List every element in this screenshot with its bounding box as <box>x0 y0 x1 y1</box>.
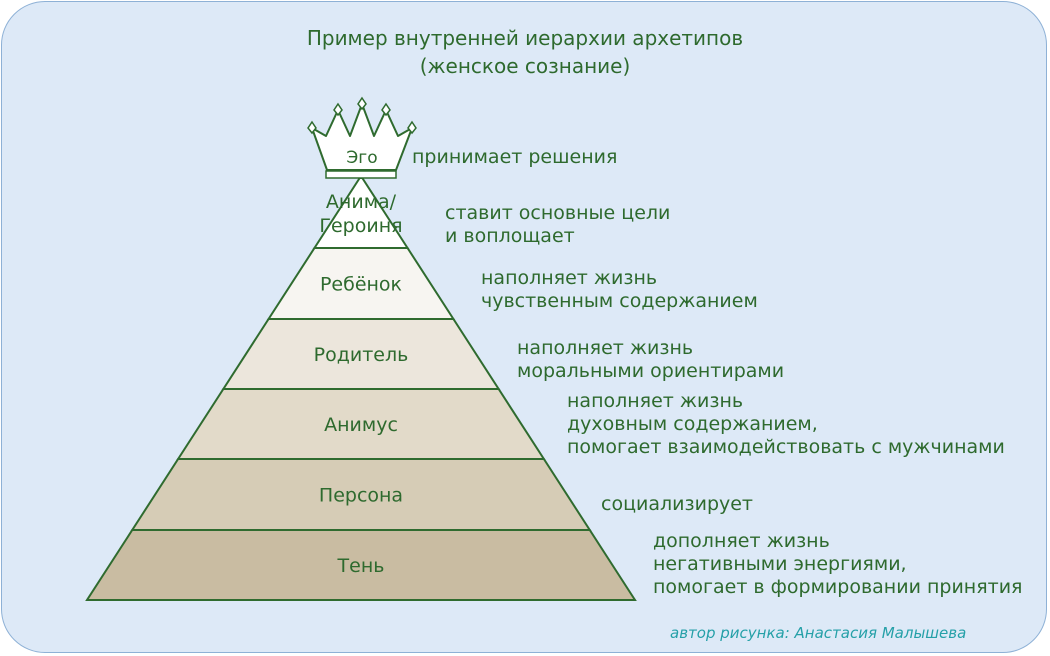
level-name-4: Анимус <box>324 414 398 436</box>
level-name-3: Родитель <box>314 344 409 366</box>
level-name-5: Персона <box>319 485 403 507</box>
level-description-4-line-1: наполняет жизнь <box>567 390 744 412</box>
level-description-6-line-2: негативными энергиями, <box>653 553 907 575</box>
level-description-3-line-1: наполняет жизнь <box>517 337 694 359</box>
level-description-6-line-1: дополняет жизнь <box>653 530 830 552</box>
level-description-3-line-2: моральными ориентирами <box>517 360 785 382</box>
crown-jewel-5 <box>407 120 417 135</box>
crown-icon <box>311 103 413 171</box>
level-description-5-line-1: социализирует <box>601 493 753 515</box>
crown-label: Эго <box>346 148 377 168</box>
level-description-4-line-3: помогает взаимодействовать с мужчинами <box>567 436 1005 458</box>
level-description-5: социализирует <box>601 493 753 516</box>
crown-jewel-4 <box>381 102 391 117</box>
crown-jewel-2 <box>333 102 343 117</box>
crown-jewel-3 <box>357 96 367 111</box>
diagram-title: Пример внутренней иерархии архетипов <box>306 26 744 50</box>
author-credit: автор рисунка: Анастасия Малышева <box>670 624 967 642</box>
diagram-subtitle: (женское сознание) <box>419 54 631 78</box>
level-description-1-line-2: и воплощает <box>445 225 575 247</box>
level-description-2-line-1: наполняет жизнь <box>481 267 658 289</box>
level-description-4-line-2: духовным содержанием, <box>567 413 818 435</box>
level-name-1-line-1: Анима/ <box>326 191 397 213</box>
level-name-2: Ребёнок <box>320 274 402 296</box>
crown-band <box>325 170 397 179</box>
level-description-1-line-1: ставит основные цели <box>445 202 671 224</box>
crown-description: принимает решения <box>412 146 618 168</box>
level-name-6: Тень <box>337 555 385 577</box>
pyramid-level-6 <box>85 529 637 601</box>
level-description-6-line-3: помогает в формировании принятия <box>653 576 1023 598</box>
crown-jewel-1 <box>307 120 317 135</box>
level-description-2-line-2: чувственным содержанием <box>481 290 758 312</box>
level-name-1-line-2: Героиня <box>319 215 402 237</box>
pyramid-level-1 <box>312 177 410 249</box>
